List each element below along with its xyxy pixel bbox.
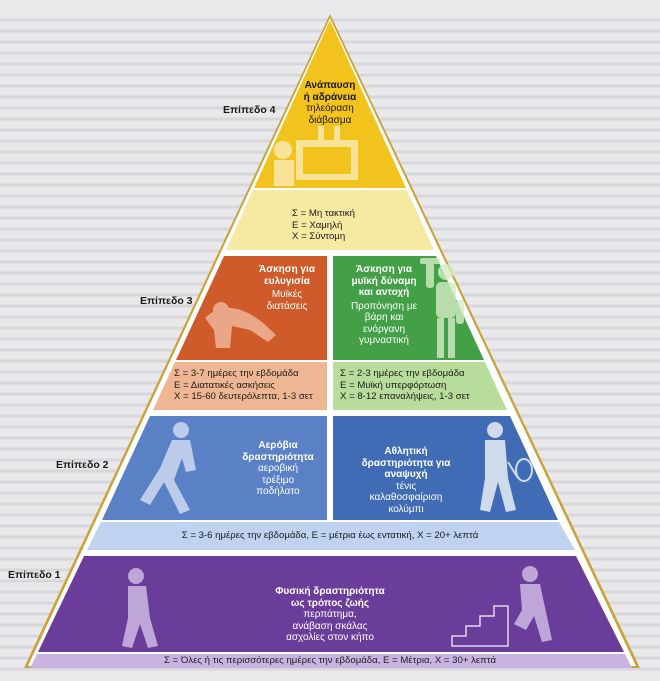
tier3-right-stat-x: Χ = 8-12 επαναλήψεις, 1-3 σετ xyxy=(340,391,470,402)
tier3-left-stat-x: Χ = 15-60 δευτερόλεπτα, 1-3 σετ xyxy=(174,391,313,402)
tier4-stats: Σ = Μη τακτική Ε = Χαμηλή Χ = Σύντομη xyxy=(292,208,355,243)
weightlifting-figure xyxy=(420,258,464,358)
tier3-right-band xyxy=(333,362,507,410)
tier2-right-heading: Αθλητική δραστηριότητα για αναψυχή τένις… xyxy=(350,446,462,515)
tier2-stats: Σ = 3-6 ημέρες την εβδομάδα, Ε = μέτρια … xyxy=(181,530,479,541)
tier3-right-stats: Σ = 2-3 ημέρες την εβδομάδα Ε = Μυϊκή υπ… xyxy=(340,368,470,403)
tier3-left-sub-1: Μυϊκές xyxy=(271,289,303,300)
tier2-left-title-2: δραστηριότητα xyxy=(242,451,314,463)
tier4-title-1: Ανάπαυση xyxy=(304,80,356,91)
tier1-sub-2: ανάβαση σκάλας xyxy=(292,620,368,632)
tier3-left-sub-2: διατάσεις xyxy=(266,300,308,312)
tier4-heading: Ανάπαυση ή αδράνεια τηλεόραση διάβασμα xyxy=(280,80,380,126)
tier1-heading: Φυσική δραστηριότητα ως τρόπος ζωής περπ… xyxy=(250,586,410,644)
level-4-label: Επίπεδο 4 xyxy=(223,104,276,116)
tier3-left-title-2: ευλυγισία xyxy=(264,275,310,287)
tier3-left-stats: Σ = 3-7 ημέρες την εβδομάδα Ε = Διατατικ… xyxy=(174,368,313,403)
tier3-right-sub-3: ενόργανη xyxy=(362,323,406,335)
tier1-title-2: ως τρόπος ζωής xyxy=(290,597,370,609)
tier2-left-title-1: Αερόβια xyxy=(258,440,298,451)
tier4-sub-1: τηλεόραση xyxy=(306,103,354,114)
level-3-label: Επίπεδο 3 xyxy=(140,295,193,307)
tier2-right-title-1: Αθλητική xyxy=(384,446,428,457)
level-1-label: Επίπεδο 1 xyxy=(8,569,61,581)
tier1-band xyxy=(30,654,632,668)
tier4-stat-e: Ε = Χαμηλή xyxy=(292,219,343,231)
tier3-right-sub-4: γυμναστική xyxy=(359,335,409,346)
running-figure xyxy=(140,422,196,514)
stair-climbing-figure xyxy=(451,566,552,647)
tier2-left-sub-3: ποδήλατο xyxy=(256,486,300,497)
tier4-title-2: ή αδράνεια xyxy=(303,91,357,103)
tier2-right-sub-3: κολύμπι xyxy=(388,503,424,515)
tier4-stat-s: Σ = Μη τακτική xyxy=(292,208,355,219)
tier1-sub-1: περπάτημα, xyxy=(303,609,357,620)
tier2-left-panel xyxy=(102,416,327,520)
tier3-right-stat-s: Σ = 2-3 ημέρες την εβδομάδα xyxy=(340,368,465,379)
tier1-stats: Σ = Όλες ή τις περισσότερες ημέρες την ε… xyxy=(163,655,497,666)
tier2-band xyxy=(87,522,575,550)
tier4-stat-x: Χ = Σύντομη xyxy=(292,231,346,242)
tier3-right-sub-2: βάρη και xyxy=(364,312,404,323)
tv-reading-figure xyxy=(274,126,358,186)
tier4-sub-2: διάβασμα xyxy=(308,114,352,126)
level-2-label: Επίπεδο 2 xyxy=(56,459,109,471)
tier1-title-1: Φυσική δραστηριότητα xyxy=(275,586,385,597)
tier3-right-title-1: Άσκηση για xyxy=(356,264,412,275)
tier3-right-stat-e: Ε = Μυϊκή υπερφόρτωση xyxy=(340,379,447,391)
tier3-left-band xyxy=(153,362,327,410)
stretching-figure xyxy=(205,302,276,348)
tier3-left-title-1: Άσκηση για xyxy=(259,264,315,275)
tier2-right-sub-1: τένις xyxy=(395,480,417,492)
tier3-right-title-2: μυϊκή δύναμη xyxy=(351,275,417,287)
tier3-left-heading: Άσκηση για ευλυγισία Μυϊκές διατάσεις xyxy=(245,264,329,312)
tier3-right-title-3: και αντοχή xyxy=(358,287,410,298)
tier4-panel xyxy=(254,20,406,188)
tier3-right-heading: Άσκηση για μυϊκή δύναμη και αντοχή Προπό… xyxy=(340,264,428,347)
tier2-right-title-2: δραστηριότητα για xyxy=(361,457,451,469)
tier1-panel xyxy=(38,556,624,652)
walking-figure xyxy=(122,568,158,648)
tier2-left-sub-1: αεροβική xyxy=(257,463,299,474)
tier3-left-panel xyxy=(176,256,327,360)
tier2-right-sub-2: καλαθοσφαίριση xyxy=(369,492,443,503)
tier3-right-sub-1: Προπόνηση με xyxy=(350,300,418,312)
tier2-left-heading: Αερόβια δραστηριότητα αεροβική τρέξιμο π… xyxy=(230,440,326,498)
tier3-left-stat-s: Σ = 3-7 ημέρες την εβδομάδα xyxy=(174,368,299,379)
tier4-band xyxy=(226,190,434,250)
tier3-left-stat-e: Ε = Διατατικές ασκήσεις xyxy=(174,379,275,391)
tier1-sub-3: ασχολίες στον κήπο xyxy=(286,632,374,643)
tier2-left-sub-2: τρέξιμο xyxy=(261,474,295,486)
tennis-figure xyxy=(480,422,533,512)
tier2-right-title-3: αναψυχή xyxy=(384,469,428,480)
